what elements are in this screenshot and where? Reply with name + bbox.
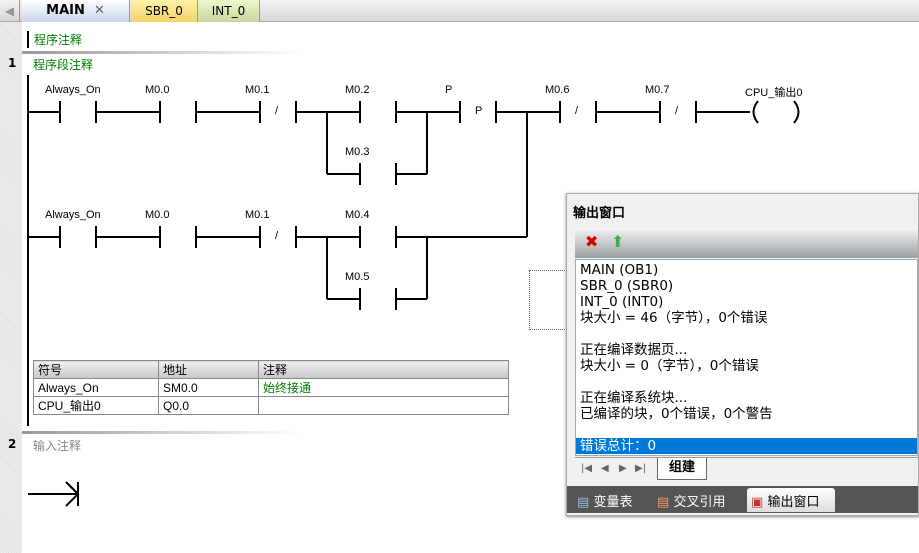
close-icon[interactable]: ✕	[93, 3, 105, 18]
output-line: 已编译的块，0个错误，0个警告	[580, 406, 773, 422]
contact-label: M0.6	[545, 84, 570, 96]
contact-type: P	[475, 105, 483, 117]
output-line: 块大小 = 46（字节），0个错误	[580, 310, 768, 326]
output-line: 错误总计：0	[576, 438, 917, 454]
contact-label: M0.1	[245, 84, 270, 96]
network-comment[interactable]: 程序段注释	[33, 58, 94, 72]
output-line: INT_0 (INT0)	[580, 294, 664, 310]
output-icon: ▣	[751, 495, 764, 510]
arrow	[65, 493, 79, 507]
output-line: MAIN (OB1)	[580, 262, 659, 278]
tab-variable-table[interactable]: ▤ 变量表	[577, 495, 633, 510]
network-number: 1	[8, 56, 17, 70]
sheet-tab-build[interactable]: 组建	[657, 458, 707, 480]
output-toolbar: ✖ ⬆	[575, 228, 918, 258]
table-icon: ▤	[577, 495, 590, 510]
output-line: 正在编译系统块...	[580, 390, 688, 406]
output-line	[580, 374, 913, 390]
output-line	[580, 326, 913, 342]
output-window-title: 输出窗口	[573, 206, 626, 221]
coil-right	[793, 100, 800, 124]
tab-output-window[interactable]: ▣ 输出窗口	[747, 488, 835, 512]
first-icon[interactable]: |◀	[581, 463, 593, 474]
line-gutter	[0, 22, 22, 553]
col-address: 地址	[158, 360, 259, 379]
bottom-tab-bar: ▤ 变量表 ▤ 交叉引用 ▣ 输出窗口	[567, 486, 918, 513]
output-line: SBR_0 (SBR0)	[580, 278, 674, 294]
output-window: 输出窗口 ✖ ⬆ MAIN (OB1)SBR_0 (SBR0)INT_0 (IN…	[566, 193, 919, 516]
contact-label: M0.4	[345, 209, 370, 221]
network-divider	[22, 51, 302, 54]
col-comment: 注释	[258, 360, 509, 379]
network-number: 2	[8, 437, 17, 451]
contact-label: Always_On	[45, 84, 101, 96]
last-icon[interactable]: ▶|	[635, 463, 647, 474]
next-icon[interactable]: ▶	[619, 463, 627, 474]
contact-label: M0.0	[145, 209, 170, 221]
tab-main[interactable]: MAIN ✕	[22, 0, 130, 22]
network-comment[interactable]: 输入注释	[33, 439, 82, 453]
output-line	[580, 422, 913, 438]
tab-sbr0[interactable]: SBR_0	[131, 0, 198, 22]
tab-cross-reference[interactable]: ▤ 交叉引用	[657, 495, 726, 510]
crossref-icon: ▤	[657, 495, 670, 510]
output-line: 正在编译数据页...	[580, 342, 688, 358]
contact-type: /	[275, 230, 279, 242]
contact-label: M0.5	[345, 271, 370, 283]
tab-int0[interactable]: INT_0	[198, 0, 260, 22]
contact-type: /	[675, 105, 679, 117]
program-comment[interactable]: 程序注释	[27, 31, 82, 48]
tab-scroll-left[interactable]: ◀	[0, 0, 20, 22]
contact-type: /	[575, 105, 579, 117]
selection-box	[529, 270, 571, 330]
output-line: 块大小 = 0（字节），0个错误	[580, 358, 759, 374]
contact-label: P	[445, 84, 453, 96]
col-symbol: 符号	[33, 360, 159, 379]
arrow	[65, 481, 79, 495]
contact-label: M0.1	[245, 209, 270, 221]
contact-label: M0.2	[345, 84, 370, 96]
network-divider	[22, 431, 302, 434]
contact-label: M0.3	[345, 146, 370, 158]
editor-tab-bar: ◀ MAIN ✕ SBR_0 INT_0	[0, 0, 919, 22]
sheet-nav: |◀ ◀ ▶ ▶| 组建	[575, 457, 918, 482]
clear-icon[interactable]: ✖	[585, 232, 599, 251]
contact-label: Always_On	[45, 209, 101, 221]
export-icon[interactable]: ⬆	[611, 232, 625, 251]
coil-left	[752, 100, 759, 124]
coil-label: CPU_输出0	[745, 87, 803, 99]
contact-type: /	[275, 105, 279, 117]
prev-icon[interactable]: ◀	[601, 463, 609, 474]
output-text[interactable]: MAIN (OB1)SBR_0 (SBR0)INT_0 (INT0)块大小 = …	[575, 259, 918, 456]
contact-label: M0.0	[145, 84, 170, 96]
contact-label: M0.7	[645, 84, 670, 96]
